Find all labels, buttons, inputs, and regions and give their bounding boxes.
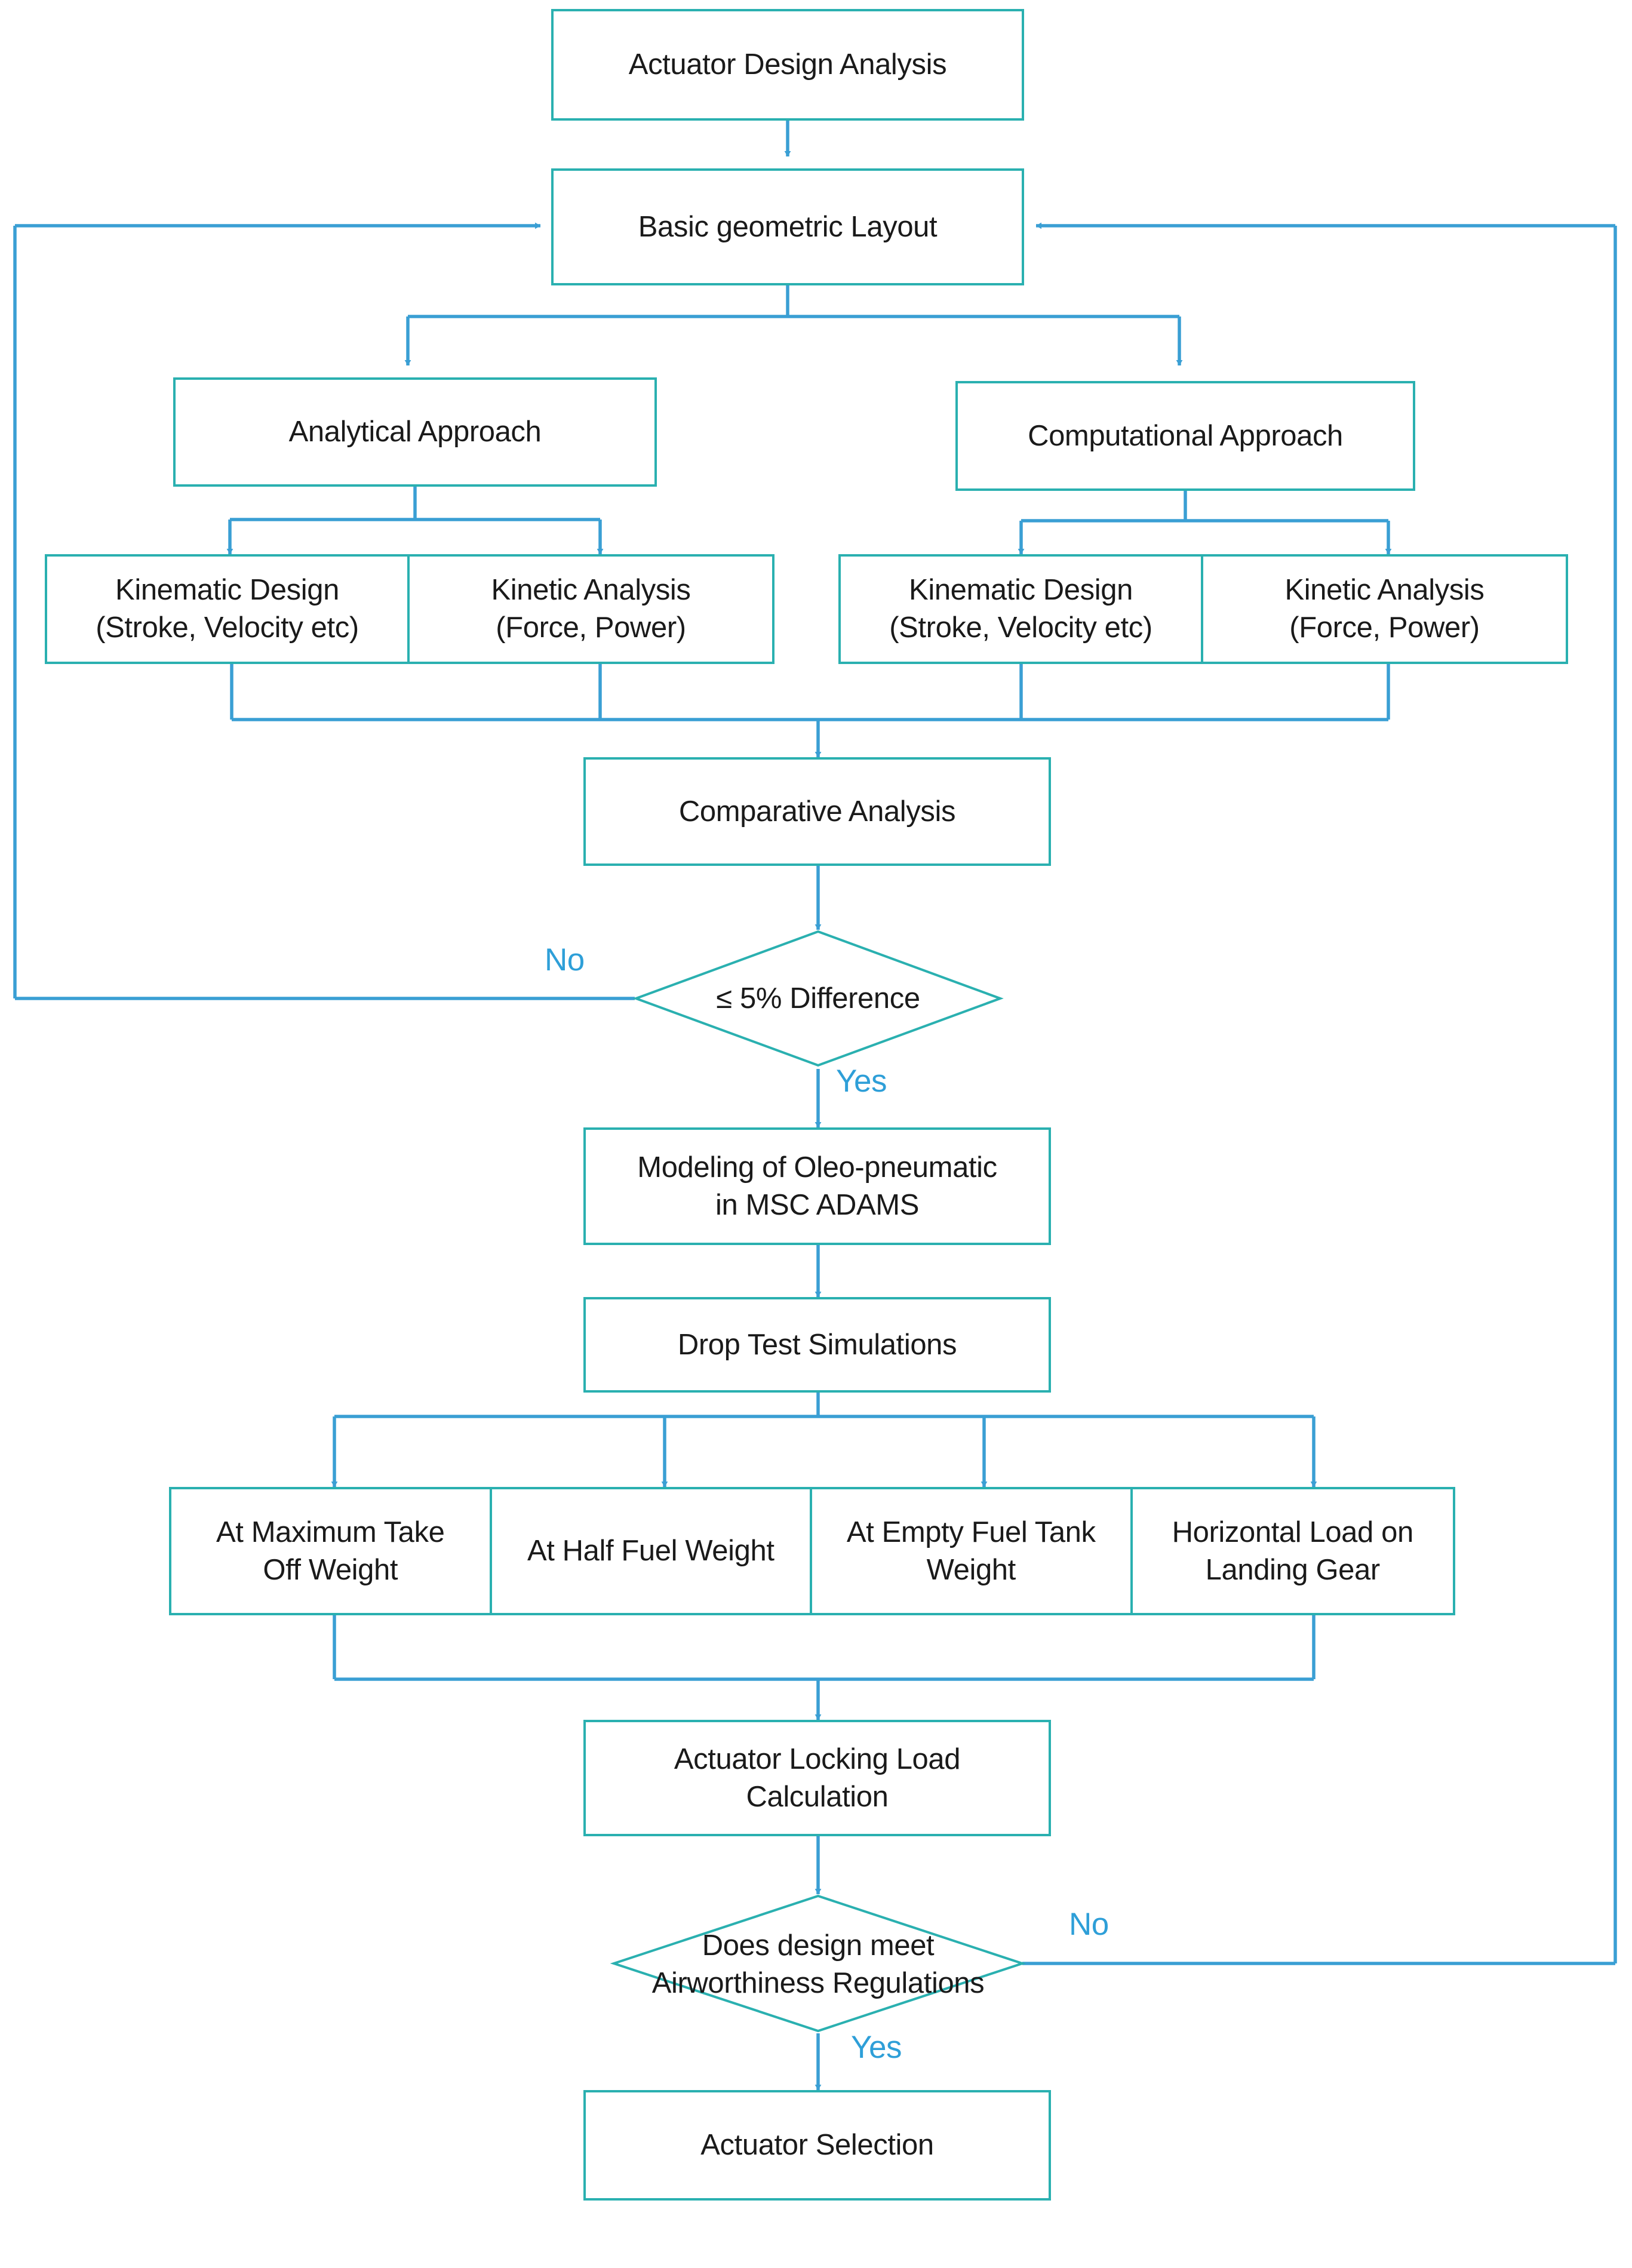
node-label-modeling-adams: Modeling of Oleo-pneumatic in MSC ADAMS bbox=[637, 1151, 997, 1221]
node-label-analytical-approach: Analytical Approach bbox=[288, 416, 542, 448]
node-comparative-analysis[interactable]: Comparative Analysis bbox=[583, 757, 1051, 866]
node-label-horizontal-load: Horizontal Load on Landing Gear bbox=[1172, 1516, 1414, 1586]
node-drop-test-simulations[interactable]: Drop Test Simulations bbox=[583, 1297, 1051, 1393]
node-label-locking-load: Actuator Locking Load Calculation bbox=[674, 1743, 961, 1813]
node-actuator-locking-load-calculation[interactable]: Actuator Locking Load Calculation bbox=[583, 1720, 1051, 1836]
node-label-actuator-selection: Actuator Selection bbox=[700, 2129, 934, 2162]
node-at-maximum-take-off-weight[interactable]: At Maximum Take Off Weight bbox=[171, 1489, 492, 1613]
node-at-empty-fuel-tank-weight[interactable]: At Empty Fuel Tank Weight bbox=[812, 1489, 1133, 1613]
node-label-max-takeoff-weight: At Maximum Take Off Weight bbox=[216, 1516, 445, 1586]
edge-label-airworthiness-no: No bbox=[1069, 1907, 1109, 1942]
node-horizontal-load-on-landing-gear[interactable]: Horizontal Load on Landing Gear bbox=[1133, 1489, 1453, 1613]
node-computational-pair: Kinematic Design (Stroke, Velocity etc) … bbox=[838, 554, 1568, 664]
node-analytical-approach[interactable]: Analytical Approach bbox=[173, 377, 657, 487]
node-analytical-pair: Kinematic Design (Stroke, Velocity etc) … bbox=[45, 554, 774, 664]
node-modeling-oleo-pneumatic[interactable]: Modeling of Oleo-pneumatic in MSC ADAMS bbox=[583, 1127, 1051, 1245]
node-analytical-kinematic-design[interactable]: Kinematic Design (Stroke, Velocity etc) bbox=[47, 557, 410, 662]
node-label-computational-kinematic: Kinematic Design (Stroke, Velocity etc) bbox=[889, 574, 1152, 644]
edge-label-difference-no: No bbox=[545, 942, 585, 978]
node-label-analytical-kinematic: Kinematic Design (Stroke, Velocity etc) bbox=[96, 574, 359, 644]
node-actuator-selection[interactable]: Actuator Selection bbox=[583, 2090, 1051, 2201]
difference-decision-diamond[interactable] bbox=[632, 930, 1004, 1067]
node-actuator-design-analysis[interactable]: Actuator Design Analysis bbox=[551, 9, 1024, 121]
node-at-half-fuel-weight[interactable]: At Half Fuel Weight bbox=[492, 1489, 812, 1613]
node-computational-kinetic-analysis[interactable]: Kinetic Analysis (Force, Power) bbox=[1203, 557, 1566, 662]
node-label-half-fuel-weight: At Half Fuel Weight bbox=[527, 1535, 774, 1568]
node-basic-geometric-layout[interactable]: Basic geometric Layout bbox=[551, 168, 1024, 285]
edge-label-airworthiness-yes: Yes bbox=[851, 2030, 902, 2065]
node-label-empty-fuel-tank-weight: At Empty Fuel Tank Weight bbox=[846, 1516, 1096, 1586]
node-computational-approach[interactable]: Computational Approach bbox=[955, 381, 1415, 491]
node-analytical-kinetic-analysis[interactable]: Kinetic Analysis (Force, Power) bbox=[410, 557, 772, 662]
node-label-basic-layout: Basic geometric Layout bbox=[638, 210, 938, 243]
node-load-case-row: At Maximum Take Off Weight At Half Fuel … bbox=[169, 1487, 1455, 1615]
node-computational-kinematic-design[interactable]: Kinematic Design (Stroke, Velocity etc) bbox=[841, 557, 1203, 662]
node-label-start: Actuator Design Analysis bbox=[628, 48, 947, 81]
node-label-computational-approach: Computational Approach bbox=[1028, 419, 1343, 452]
node-label-analytical-kinetic: Kinetic Analysis (Force, Power) bbox=[491, 574, 691, 644]
node-label-computational-kinetic: Kinetic Analysis (Force, Power) bbox=[1284, 574, 1485, 644]
edge-label-difference-yes: Yes bbox=[836, 1064, 887, 1099]
node-label-comparative-analysis: Comparative Analysis bbox=[678, 795, 956, 828]
airworthiness-decision-diamond[interactable] bbox=[610, 1894, 1026, 2033]
node-label-drop-test: Drop Test Simulations bbox=[677, 1328, 957, 1361]
